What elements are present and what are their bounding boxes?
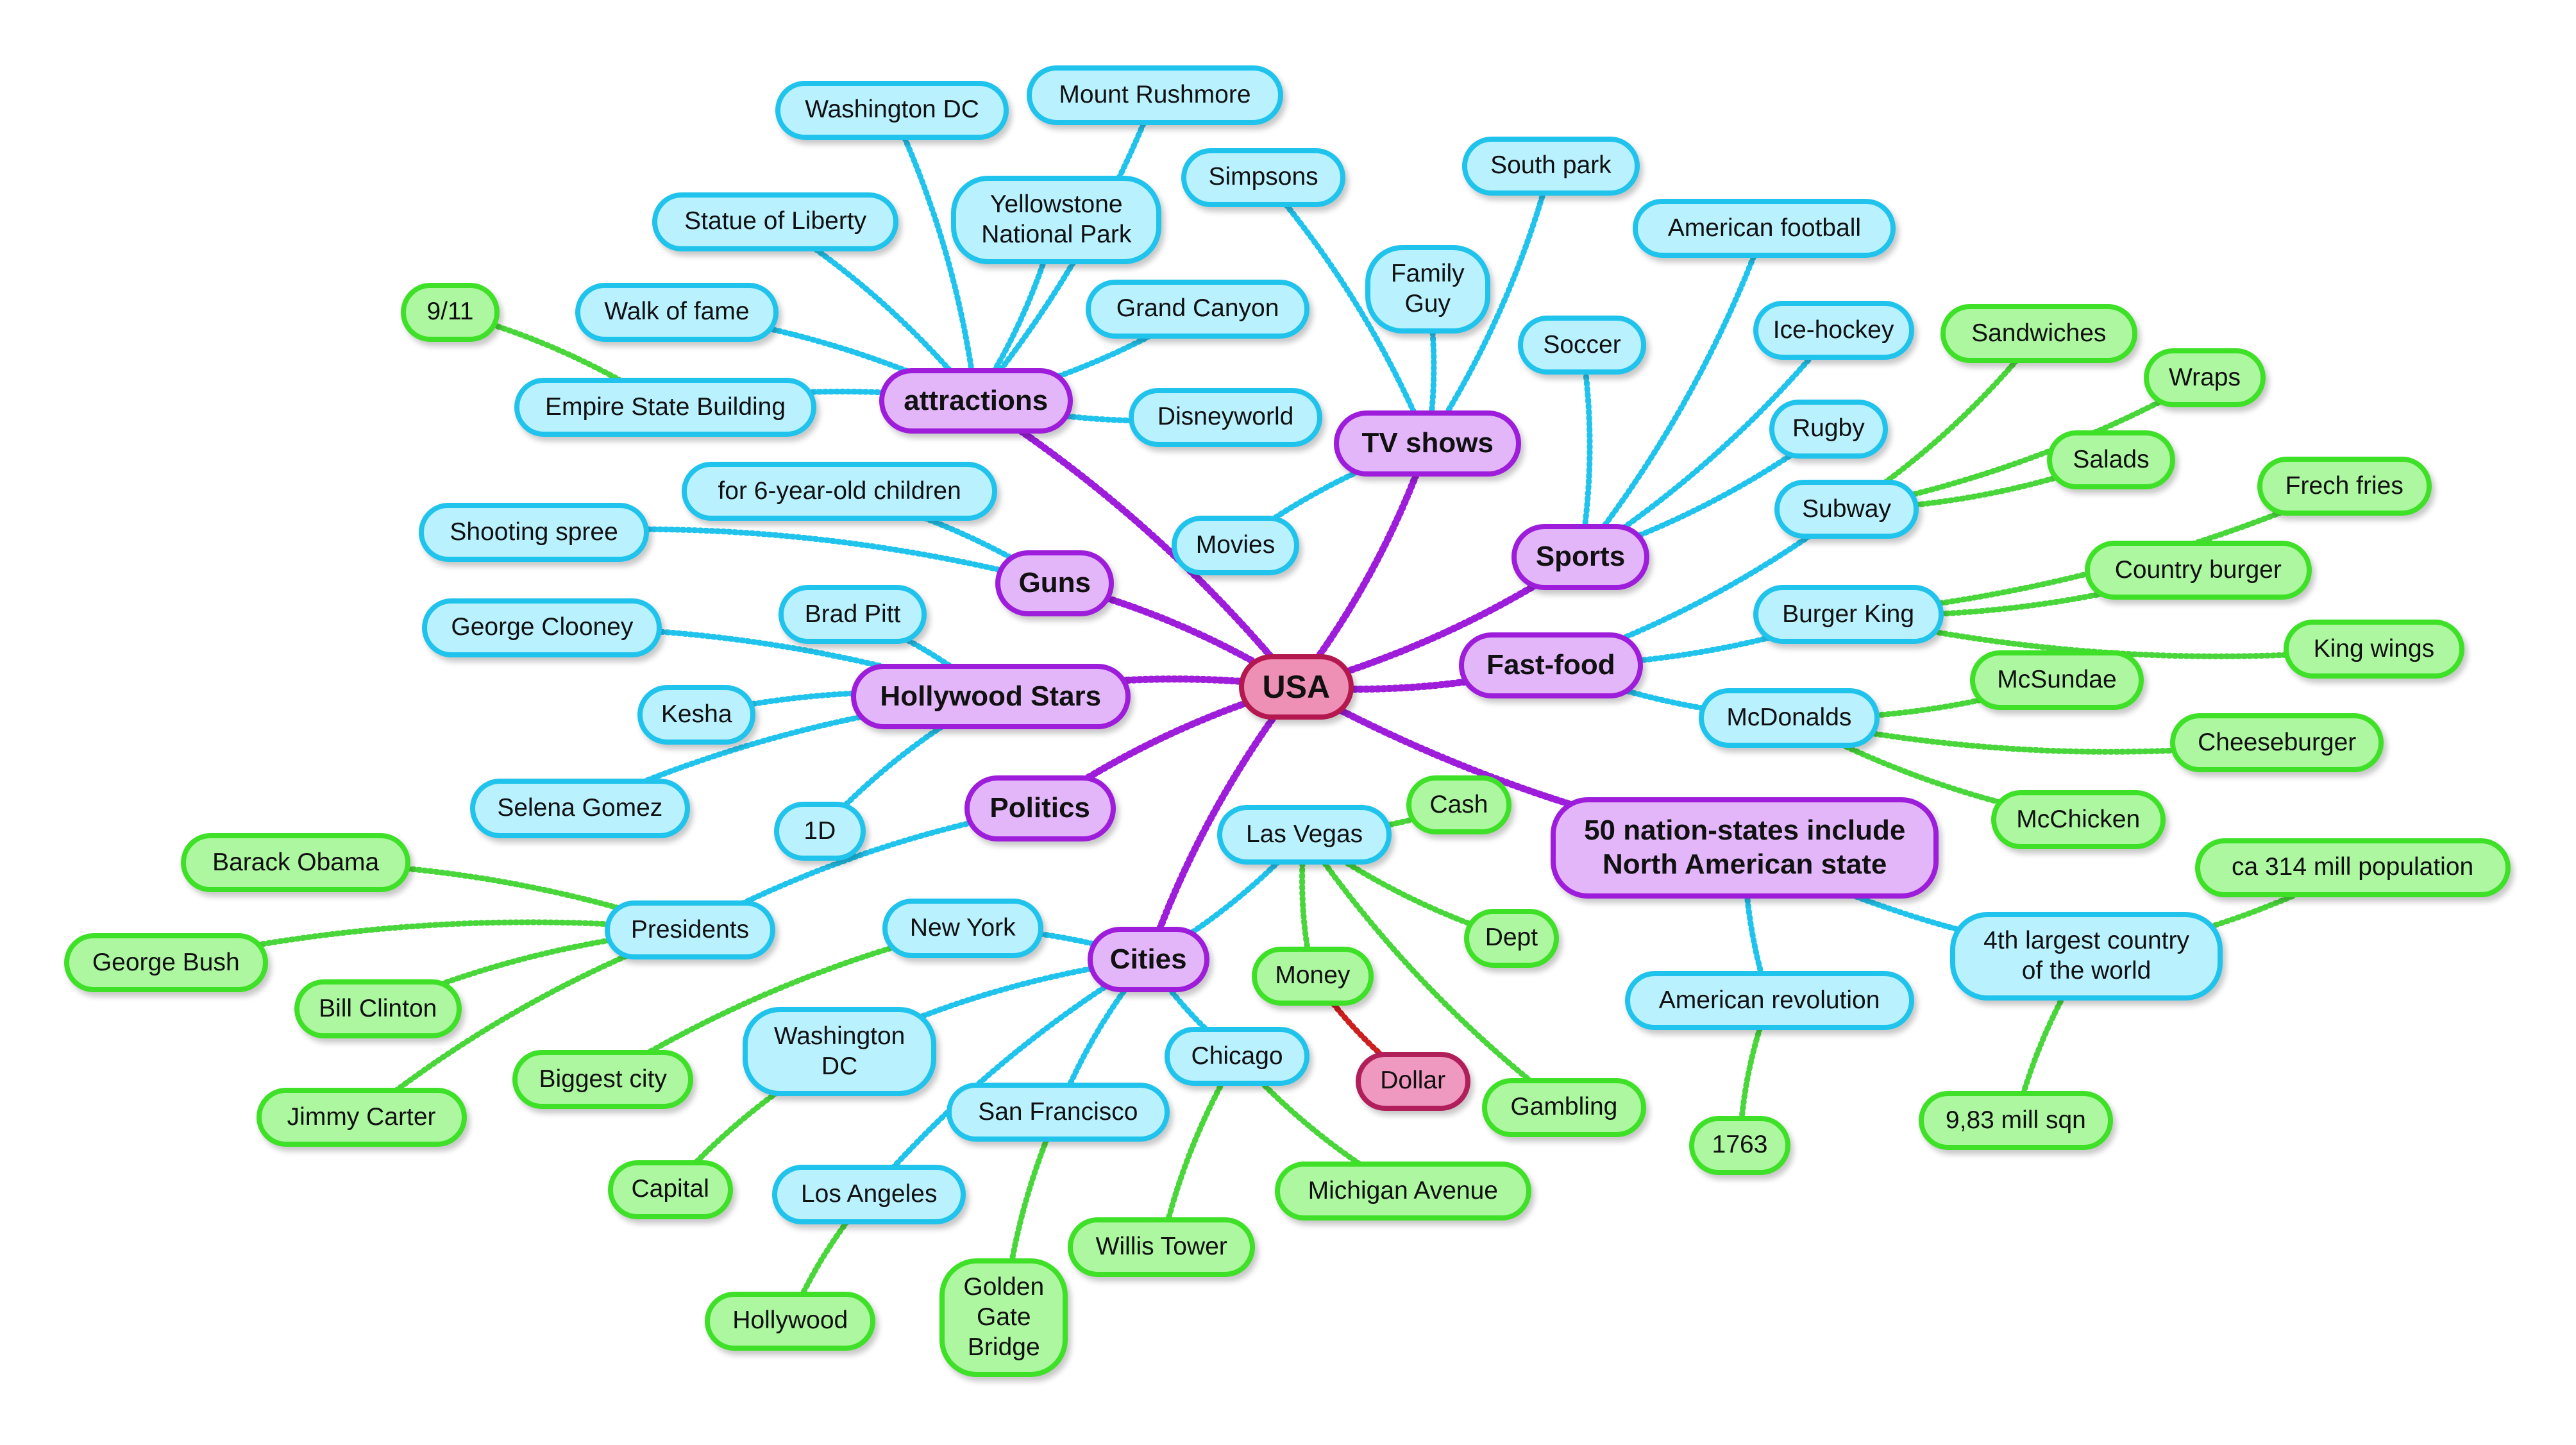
- node-usa[interactable]: USA: [1238, 654, 1354, 720]
- node-mcdonalds[interactable]: McDonalds: [1698, 688, 1880, 748]
- node-cash[interactable]: Cash: [1406, 775, 1511, 835]
- node-washdc2[interactable]: Washington DC: [742, 1007, 937, 1096]
- node-wraps[interactable]: Wraps: [2144, 348, 2266, 408]
- node-hollywood[interactable]: Hollywood Stars: [851, 663, 1131, 730]
- node-nation[interactable]: 50 nation-states include North American …: [1551, 797, 1939, 899]
- node-cities[interactable]: Cities: [1087, 926, 1209, 993]
- node-population[interactable]: ca 314 mill population: [2194, 838, 2511, 897]
- node-subway[interactable]: Subway: [1774, 480, 1919, 539]
- node-lasvegas[interactable]: Las Vegas: [1217, 805, 1392, 865]
- node-simpsons[interactable]: Simpsons: [1181, 148, 1346, 207]
- link-washingtondc: [889, 107, 979, 404]
- node-empire[interactable]: Empire State Building: [514, 378, 817, 437]
- node-newyork[interactable]: New York: [882, 899, 1043, 958]
- node-dollar[interactable]: Dollar: [1355, 1051, 1470, 1111]
- node-rushmore[interactable]: Mount Rushmore: [1027, 65, 1283, 125]
- node-washingtondc[interactable]: Washington DC: [775, 80, 1009, 140]
- node-mcsundae[interactable]: McSundae: [1969, 650, 2144, 710]
- link-gambling: [1301, 831, 1567, 1111]
- link-southpark: [1424, 163, 1554, 447]
- node-soccer[interactable]: Soccer: [1518, 315, 1646, 375]
- node-bush[interactable]: George Bush: [63, 933, 268, 993]
- node-goldengate[interactable]: Golden Gate Bridge: [939, 1258, 1068, 1377]
- node-salads[interactable]: Salads: [2047, 430, 2175, 490]
- node-kesha[interactable]: Kesha: [637, 685, 756, 745]
- node-area[interactable]: 9,83 mill sqn: [1919, 1091, 2113, 1151]
- node-dept[interactable]: Dept: [1463, 908, 1560, 968]
- link-simpsons: [1260, 174, 1431, 447]
- node-clooney[interactable]: George Clooney: [422, 598, 662, 657]
- node-walkoffame[interactable]: Walk of fame: [575, 282, 779, 342]
- node-losangeles[interactable]: Los Angeles: [772, 1165, 966, 1224]
- node-presidents[interactable]: Presidents: [604, 900, 776, 960]
- node-rugby[interactable]: Rugby: [1769, 399, 1888, 459]
- node-chicago[interactable]: Chicago: [1165, 1027, 1309, 1086]
- node-sports[interactable]: Sports: [1511, 524, 1650, 590]
- node-guns[interactable]: Guns: [995, 550, 1114, 616]
- node-politics[interactable]: Politics: [964, 775, 1116, 841]
- node-fastfood[interactable]: Fast-food: [1458, 632, 1643, 698]
- node-year1763[interactable]: 1763: [1688, 1115, 1791, 1175]
- node-carter[interactable]: Jimmy Carter: [256, 1087, 467, 1147]
- node-familyguy[interactable]: Family Guy: [1365, 244, 1490, 334]
- node-southpark[interactable]: South park: [1462, 136, 1640, 196]
- node-nineeleven[interactable]: 9/11: [401, 282, 500, 342]
- node-forchildren[interactable]: for 6-year-old children: [682, 461, 998, 521]
- node-money[interactable]: Money: [1252, 946, 1374, 1006]
- node-fourthlargest[interactable]: 4th largest country of the world: [1949, 911, 2223, 1001]
- node-burgerking[interactable]: Burger King: [1753, 585, 1944, 645]
- node-tvshows[interactable]: TV shows: [1334, 410, 1522, 477]
- node-clinton[interactable]: Bill Clinton: [294, 979, 462, 1039]
- node-yellowstone[interactable]: Yellowstone National Park: [951, 176, 1162, 265]
- node-willis[interactable]: Willis Tower: [1068, 1217, 1256, 1277]
- node-sanfrancisco[interactable]: San Francisco: [946, 1083, 1170, 1142]
- node-onedirection[interactable]: 1D: [773, 802, 866, 861]
- node-attractions[interactable]: attractions: [879, 368, 1073, 434]
- node-sandwiches[interactable]: Sandwiches: [1940, 303, 2137, 364]
- node-movies[interactable]: Movies: [1171, 516, 1300, 575]
- node-countryburger[interactable]: Country burger: [2085, 540, 2312, 600]
- node-hollywoodcity[interactable]: Hollywood: [705, 1291, 876, 1351]
- node-frechfries[interactable]: Frech fries: [2257, 457, 2432, 516]
- node-shooting[interactable]: Shooting spree: [419, 502, 649, 562]
- node-gambling[interactable]: Gambling: [1481, 1077, 1646, 1137]
- node-grandcanyon[interactable]: Grand Canyon: [1086, 279, 1309, 339]
- node-icehockey[interactable]: Ice-hockey: [1753, 300, 1914, 360]
- node-disneyworld[interactable]: Disneyworld: [1128, 387, 1323, 447]
- node-cheeseburger[interactable]: Cheeseburger: [2170, 713, 2384, 773]
- node-biggestcity[interactable]: Biggest city: [512, 1050, 694, 1110]
- node-liberty[interactable]: Statue of Liberty: [652, 192, 899, 251]
- node-football[interactable]: American football: [1633, 198, 1896, 258]
- node-kingwings[interactable]: King wings: [2283, 619, 2464, 679]
- node-americanrev[interactable]: American revolution: [1624, 971, 1914, 1031]
- link-cities: [1145, 683, 1300, 963]
- node-capital[interactable]: Capital: [607, 1160, 733, 1219]
- link-football: [1578, 225, 1767, 560]
- link-attractions: [972, 397, 1300, 691]
- node-mcchicken[interactable]: McChicken: [1991, 790, 2166, 850]
- node-selena[interactable]: Selena Gomez: [469, 779, 690, 838]
- node-obama[interactable]: Barack Obama: [180, 832, 411, 893]
- node-michigan[interactable]: Michigan Avenue: [1275, 1162, 1531, 1221]
- node-bradpitt[interactable]: Brad Pitt: [779, 585, 927, 645]
